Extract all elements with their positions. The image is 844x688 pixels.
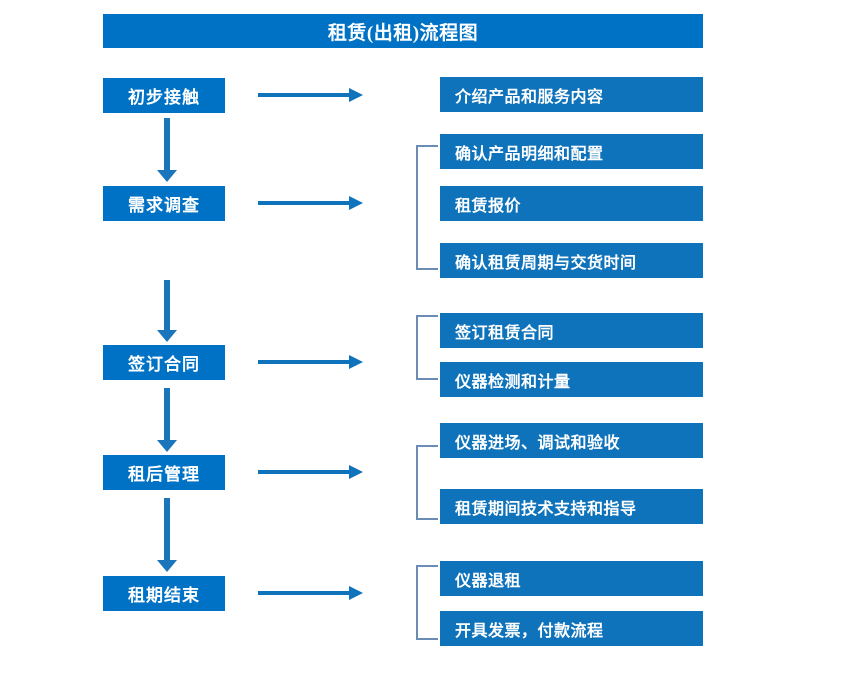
stage-box-4[interactable]: 租后管理 bbox=[103, 455, 225, 490]
horizontal-arrow-4 bbox=[258, 465, 363, 479]
detail-box-2[interactable]: 确认产品明细和配置 bbox=[440, 134, 703, 169]
vertical-arrow-4-5 bbox=[157, 498, 177, 572]
arrow-shaft bbox=[164, 498, 170, 560]
bracket-group-2 bbox=[416, 145, 438, 270]
arrow-shaft bbox=[258, 93, 350, 97]
arrow-shaft bbox=[258, 591, 350, 595]
arrow-head-right-icon bbox=[349, 355, 363, 369]
arrow-head-down-icon bbox=[157, 560, 177, 572]
arrow-head-right-icon bbox=[349, 88, 363, 102]
horizontal-arrow-2 bbox=[258, 196, 363, 210]
arrow-shaft bbox=[164, 280, 170, 330]
stage-box-2[interactable]: 需求调查 bbox=[103, 186, 225, 221]
arrow-head-right-icon bbox=[349, 586, 363, 600]
detail-box-3[interactable]: 租赁报价 bbox=[440, 186, 703, 221]
bracket-group-5 bbox=[416, 565, 438, 640]
arrow-shaft bbox=[164, 118, 170, 170]
vertical-arrow-2-3 bbox=[157, 280, 177, 342]
detail-box-9[interactable]: 仪器退租 bbox=[440, 561, 703, 596]
detail-box-6[interactable]: 仪器检测和计量 bbox=[440, 362, 703, 397]
detail-box-4[interactable]: 确认租赁周期与交货时间 bbox=[440, 243, 703, 278]
arrow-head-down-icon bbox=[157, 330, 177, 342]
diagram-title: 租赁(出租)流程图 bbox=[103, 14, 703, 48]
detail-box-10[interactable]: 开具发票，付款流程 bbox=[440, 611, 703, 646]
horizontal-arrow-3 bbox=[258, 355, 363, 369]
detail-box-8[interactable]: 租赁期间技术支持和指导 bbox=[440, 489, 703, 524]
vertical-arrow-3-4 bbox=[157, 388, 177, 452]
vertical-arrow-1-2 bbox=[157, 118, 177, 182]
detail-box-5[interactable]: 签订租赁合同 bbox=[440, 313, 703, 348]
arrow-shaft bbox=[258, 470, 350, 474]
arrow-shaft bbox=[258, 360, 350, 364]
bracket-group-3 bbox=[416, 315, 438, 380]
stage-box-3[interactable]: 签订合同 bbox=[103, 345, 225, 380]
horizontal-arrow-1 bbox=[258, 88, 363, 102]
stage-box-5[interactable]: 租期结束 bbox=[103, 576, 225, 611]
arrow-shaft bbox=[258, 201, 350, 205]
arrow-head-right-icon bbox=[349, 465, 363, 479]
stage-box-1[interactable]: 初步接触 bbox=[103, 78, 225, 113]
detail-box-1[interactable]: 介绍产品和服务内容 bbox=[440, 77, 703, 112]
arrow-shaft bbox=[164, 388, 170, 440]
horizontal-arrow-5 bbox=[258, 586, 363, 600]
arrow-head-down-icon bbox=[157, 170, 177, 182]
arrow-head-down-icon bbox=[157, 440, 177, 452]
bracket-group-4 bbox=[416, 445, 438, 520]
detail-box-7[interactable]: 仪器进场、调试和验收 bbox=[440, 423, 703, 458]
arrow-head-right-icon bbox=[349, 196, 363, 210]
